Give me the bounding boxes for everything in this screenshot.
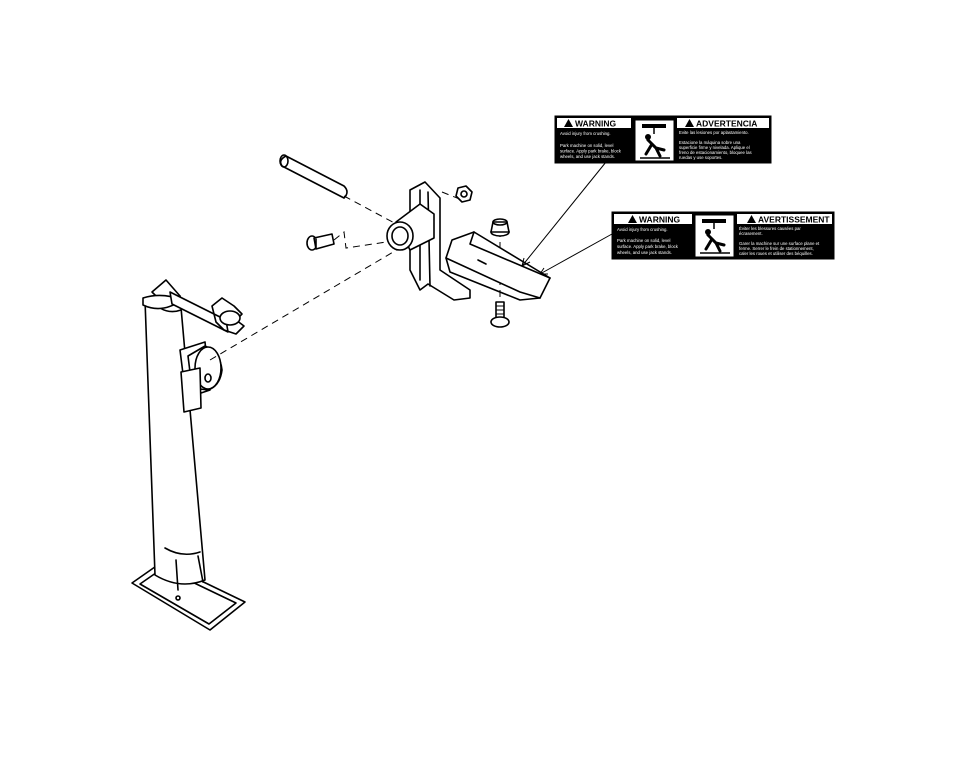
decal-a-warning-text-4: wheels, and use jack stands.	[560, 154, 615, 159]
warning-triangle-icon	[564, 119, 573, 127]
crush-hazard-pictogram-icon	[694, 214, 735, 258]
decal-a-alt-text-4: freno de estacionamiento, bloquee las	[679, 150, 752, 155]
hex-nut-top	[455, 185, 473, 203]
carriage-bolt	[490, 301, 510, 328]
decal-b-warning-heading: WARNING	[639, 215, 680, 225]
decal-b-alt-text-5: caler les roues et utiliser des béquille…	[739, 251, 813, 256]
warning-triangle-icon	[685, 119, 694, 127]
decal-a-warning-text-3: surface. Apply park brake, block	[560, 149, 622, 154]
decal-b-alt-text-4: ferme. Serrer le frein de stationnement,	[739, 246, 814, 251]
leader-lines	[521, 161, 613, 275]
warning-triangle-icon	[747, 215, 756, 223]
decal-b-warning-text-0: Avoid injury from crushing.	[617, 227, 668, 232]
decal-a-warning-text-0: Avoid injury from crushing.	[560, 131, 611, 136]
decal-a-alt-heading: ADVERTENCIA	[696, 119, 757, 129]
safety-decal-b: WARNING AVERTISSEMENT Avoid injury from …	[611, 211, 835, 260]
warning-triangle-icon	[628, 215, 637, 223]
locking-pin	[279, 154, 348, 199]
decal-b-alt-text-0: Éviter les blessures causées par	[739, 226, 801, 231]
jack-crank-handle	[169, 291, 245, 335]
jack-side-mount	[179, 341, 223, 413]
decal-b-alt-text-1: écrasement.	[739, 231, 763, 236]
decal-b-warning-text-3: surface. Apply park brake, block	[617, 244, 679, 249]
decal-a-warning-text-2: Park machine on solid, level	[560, 143, 614, 148]
decal-b-warning-text-2: Park machine on solid, level	[617, 238, 671, 243]
decal-a-alt-text-5: ruedas y use soportes.	[679, 155, 722, 160]
clevis-pin	[306, 233, 335, 251]
safety-decal-a: WARNING ADVERTENCIA Avoid injury from cr…	[554, 115, 772, 164]
flange-nut	[490, 218, 510, 237]
decal-a-alt-text-2: Estacione la máquina sobre una	[679, 140, 741, 145]
decal-b-alt-heading: AVERTISSEMENT	[758, 215, 830, 225]
assembly-lines	[209, 191, 501, 361]
decal-a-warning-heading: WARNING	[575, 119, 616, 129]
decal-a-alt-text-0: Evite las lesiones por aplastamiento.	[679, 130, 749, 135]
mounting-bracket	[386, 181, 551, 301]
jack-tube	[144, 295, 206, 601]
decal-a-alt-text-3: superficie firme y nivelada. Aplique el	[679, 145, 750, 150]
decal-b-warning-text-4: wheels, and use jack stands.	[617, 250, 672, 255]
jack-stand	[131, 279, 246, 631]
decal-b-alt-text-3: Garer la machine sur une surface plane e…	[739, 241, 820, 246]
